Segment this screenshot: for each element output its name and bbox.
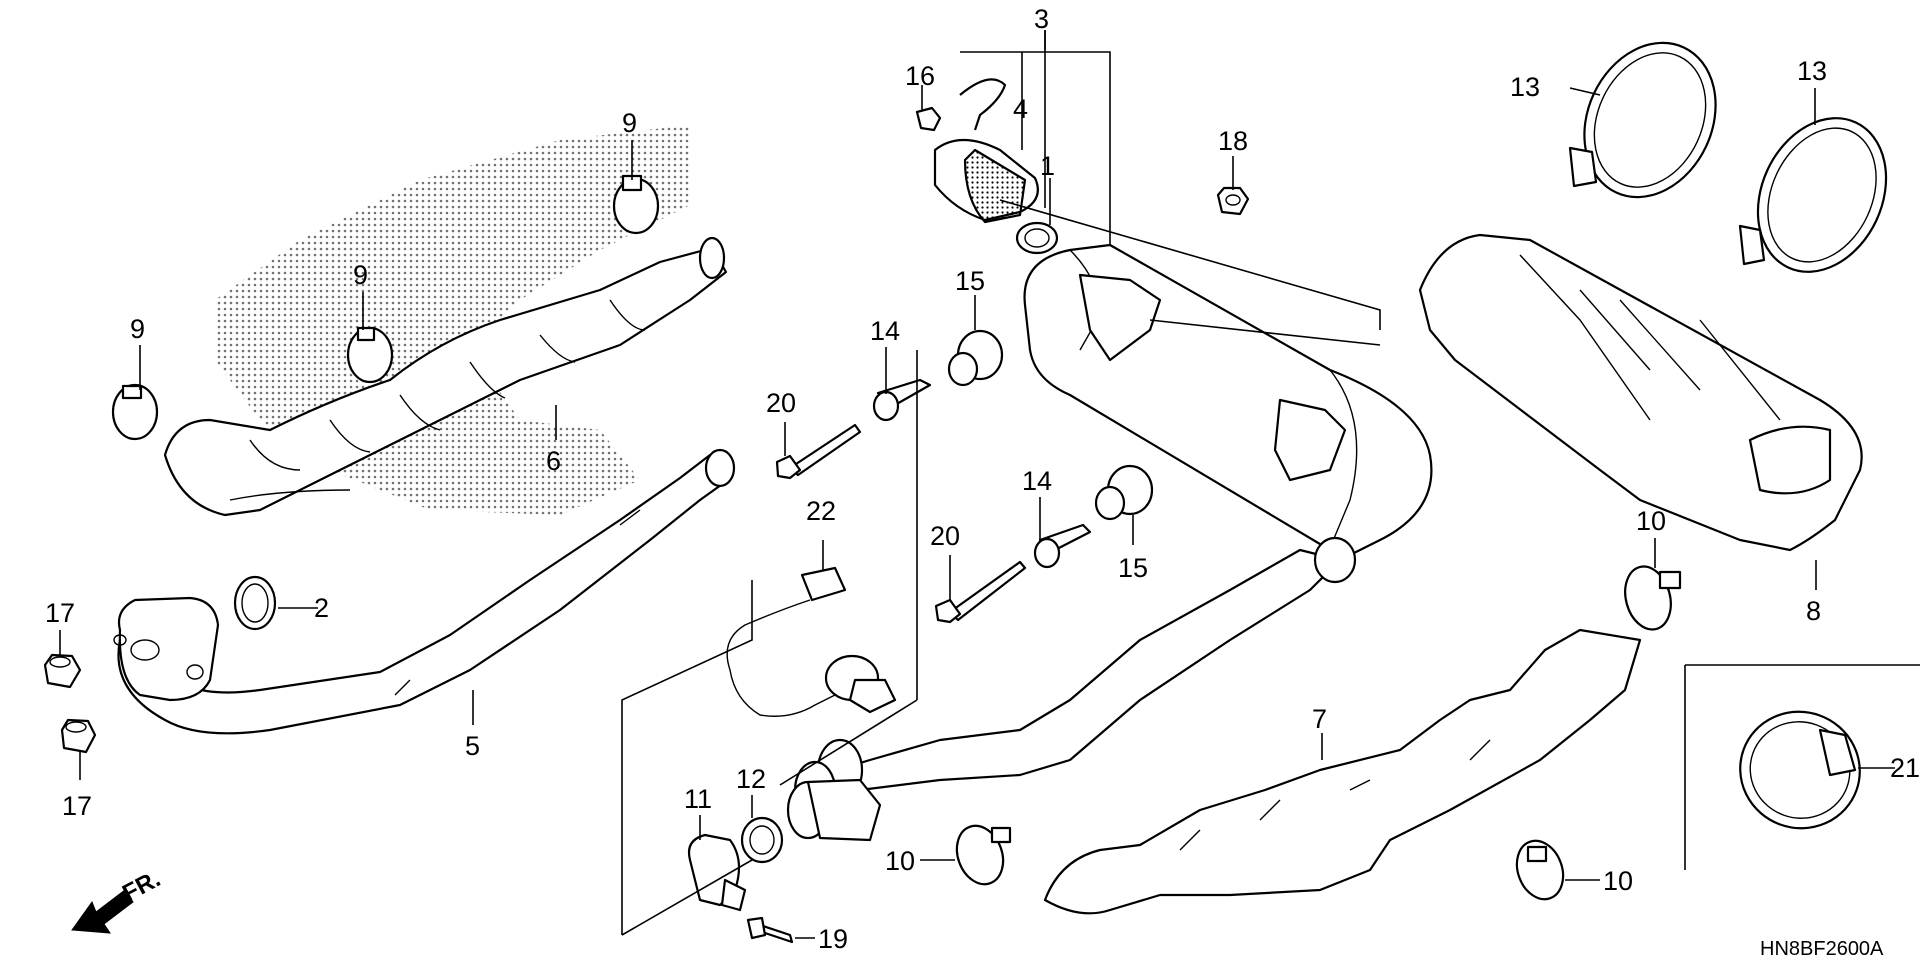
- clamp-10-center: [955, 824, 1012, 886]
- muffler: [1023, 243, 1433, 557]
- nut-18: [1216, 186, 1250, 216]
- arrow-icon: [71, 889, 134, 934]
- callout-7: 7: [1312, 704, 1327, 734]
- muffler-cover: [1418, 233, 1863, 552]
- clamp-9-left: [111, 383, 159, 441]
- callout-9-left: 9: [130, 314, 145, 344]
- callout-13-left: 13: [1510, 72, 1540, 102]
- grommet-15-upper: [947, 329, 1004, 387]
- callout-6: 6: [546, 446, 561, 476]
- heat-shield-tailpipe: [1043, 628, 1642, 915]
- callout-10-lower: 10: [1603, 866, 1633, 896]
- callout-15-lower: 15: [1118, 553, 1148, 583]
- callout-22: 22: [806, 496, 836, 526]
- nut-17-lower: [60, 718, 97, 754]
- gasket-12: [740, 816, 784, 864]
- heat-shield-manifold: [163, 236, 728, 517]
- grommet-15-lower: [1094, 464, 1154, 521]
- spark-arrester: [915, 78, 1059, 255]
- clamp-21: [1739, 710, 1861, 830]
- diagram-code: HN8BF2600A: [1760, 938, 1884, 960]
- exhaust-pipe: [117, 448, 736, 735]
- clamp-9-top: [612, 174, 660, 235]
- bolt-19: [746, 916, 794, 944]
- callout-11: 11: [684, 784, 712, 814]
- callout-10-center: 10: [885, 846, 915, 876]
- callout-9-middle: 9: [353, 260, 368, 290]
- callout-8: 8: [1806, 596, 1821, 626]
- callout-15-upper: 15: [955, 266, 985, 296]
- clamp-13-left: [1568, 41, 1717, 199]
- callout-19: 19: [818, 924, 848, 954]
- callout-3: 3: [1034, 4, 1049, 34]
- clamp-13-right: [1738, 117, 1888, 273]
- callout-5: 5: [465, 731, 480, 761]
- pipe-flange: [113, 596, 220, 702]
- collar-14-lower: [1033, 523, 1092, 569]
- front-direction-arrow: FR.: [71, 865, 165, 934]
- joint-clamp-11: [687, 833, 747, 912]
- collar-14-upper: [872, 378, 932, 422]
- oxygen-sensor: [726, 566, 897, 717]
- callout-14-lower: 14: [1022, 466, 1052, 496]
- callout-20-lower: 20: [930, 521, 960, 551]
- nut-17-upper: [43, 653, 82, 689]
- callout-9-top: 9: [622, 108, 637, 138]
- bolt-20-upper: [775, 423, 862, 480]
- callout-20-upper: 20: [766, 388, 796, 418]
- clamp-10-right: [1624, 565, 1682, 631]
- callout-12: 12: [736, 764, 766, 794]
- callout-1: 1: [1040, 151, 1055, 181]
- callout-21: 21: [1890, 753, 1920, 783]
- callout-13-right: 13: [1797, 56, 1827, 86]
- callout-14-upper: 14: [870, 316, 900, 346]
- joint-pipe: [786, 778, 882, 842]
- callout-2: 2: [314, 593, 329, 623]
- callout-17-lower: 17: [62, 791, 92, 821]
- clamp-9-middle: [346, 326, 394, 384]
- callout-10-right: 10: [1636, 506, 1666, 536]
- bolt-20-lower: [934, 560, 1027, 624]
- callout-18: 18: [1218, 126, 1248, 156]
- gasket-2: [233, 575, 277, 631]
- bracket-lines: [621, 30, 1920, 936]
- leader-lines: [59, 30, 1895, 939]
- clamp-10-lower: [1515, 839, 1565, 901]
- callout-16: 16: [905, 61, 935, 91]
- callout-4: 4: [1013, 94, 1028, 124]
- callout-17-upper: 17: [45, 598, 75, 628]
- callout-numbers: 3 16 4 1 18 13 13 9 9 9 6 15 14 20 22 14…: [45, 4, 1920, 954]
